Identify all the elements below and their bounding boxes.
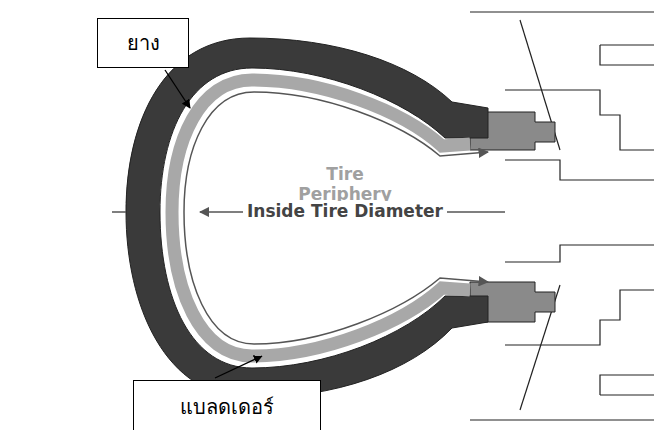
box-label: แบลดเดอร์ [180, 395, 274, 419]
mold-lines [470, 12, 654, 420]
bladder-layer [172, 80, 470, 356]
diameter-label: Inside Tire Diameter [243, 201, 447, 221]
rim-bead [470, 112, 555, 322]
periphery-label: Tire Periphery [295, 164, 395, 205]
box-label: ยาง [127, 31, 160, 55]
leader-line [165, 70, 190, 108]
leader-line [215, 356, 262, 378]
periphery-line [184, 92, 488, 344]
diameter-line [112, 211, 126, 213]
label-box: แบลดเดอร์ [133, 380, 321, 430]
label-box: ยาง [97, 18, 189, 68]
tire-rubber [126, 38, 488, 398]
